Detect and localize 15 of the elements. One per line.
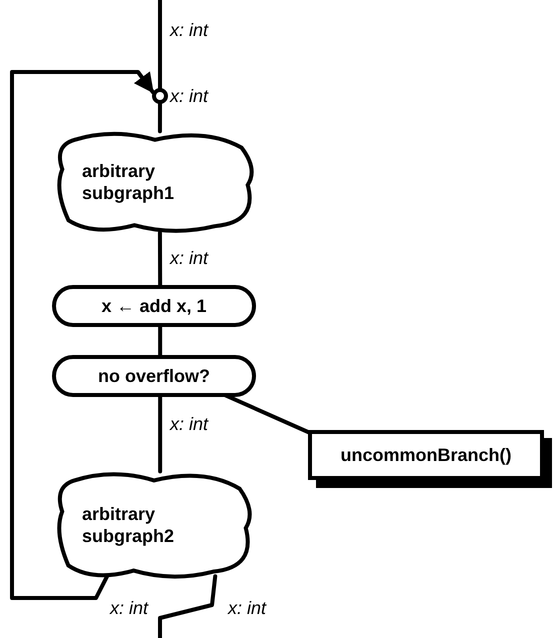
connector-line [158,230,162,287]
step-pill [52,355,256,397]
connector-line [158,574,218,638]
connector-line [158,325,162,357]
junction-circle [152,88,168,104]
node-text: x ← add x, 1 [101,295,207,317]
node-text: arbitrary subgraph2 [82,503,176,547]
connector-line [158,0,162,90]
arrow [10,70,155,600]
node-text: arbitrary subgraph1 [82,160,176,204]
connector-line [158,395,162,474]
step-pill [52,285,256,327]
node-text: uncommonBranch() [340,444,512,466]
connector-line [158,102,162,134]
node-text: no overflow? [98,365,210,387]
